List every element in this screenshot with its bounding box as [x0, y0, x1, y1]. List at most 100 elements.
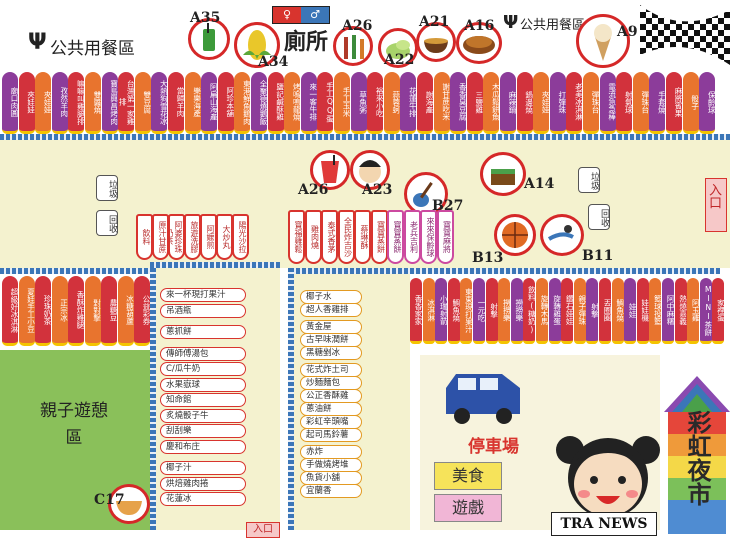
bottom-stall-lantern[interactable]: 親子彈珠 — [573, 278, 586, 344]
center-left-stall[interactable]: 旅遊洗膠 — [184, 214, 201, 260]
top-stall-lantern[interactable]: 蒜蓉蚵 — [383, 72, 400, 134]
top-stall-lantern[interactable]: 裕來小吃 — [367, 72, 384, 134]
left-aisle-stall[interactable]: 來一杯現打果汁 — [160, 288, 246, 302]
left-aisle-stall[interactable]: 吊酒瓶 — [160, 303, 246, 318]
left-block-stall[interactable]: 公益彩券 — [134, 276, 150, 346]
top-stall-lantern[interactable]: 彈珠台 — [583, 72, 599, 134]
a34-corn-circle[interactable] — [234, 22, 280, 68]
right-aisle-stall[interactable]: 蔥油餅 — [300, 402, 362, 416]
top-stall-lantern[interactable]: 鍋邊燒 — [516, 72, 533, 134]
bottom-stall-lantern[interactable]: 娃娃 — [624, 278, 637, 344]
top-stall-lantern[interactable]: 老美冰淇淋 — [566, 72, 583, 134]
top-stall-lantern[interactable]: 來一客牛排 — [300, 72, 317, 134]
center-mid-stall[interactable]: 來來保齡球 — [420, 210, 437, 264]
top-stall-lantern[interactable]: 麻將賓果 — [666, 72, 682, 134]
bottom-stall-lantern[interactable]: 射撃 — [485, 278, 498, 344]
left-aisle-stall[interactable]: 炙燒骰子牛 — [160, 408, 246, 423]
top-stall-lantern[interactable]: 樂樂海產 — [184, 72, 201, 134]
left-block-stall[interactable]: 香酥炸雞腿 — [68, 276, 84, 346]
a26-juice-circle[interactable] — [310, 150, 350, 190]
left-aisle-stall[interactable]: 知命館 — [160, 393, 246, 407]
right-aisle-stall[interactable]: 黃金屋 — [300, 320, 362, 334]
center-left-stall[interactable]: 大炒丸 — [216, 214, 233, 260]
bottom-stall-lantern[interactable]: 撈撈樂 — [498, 278, 511, 344]
center-left-stall[interactable]: 阿婆珍珠奶茶 — [168, 214, 185, 260]
top-stall-lantern[interactable]: 寶島興昌烤肉 — [101, 72, 118, 134]
top-stall-lantern[interactable]: 全聚德燒鵝飯 — [251, 72, 267, 134]
bottom-stall-lantern[interactable]: 阿中麻糬 — [662, 278, 674, 344]
bottom-stall-lantern[interactable]: 鯛魚燒 — [447, 278, 460, 344]
a16-pie-circle[interactable] — [456, 22, 502, 64]
top-stall-lantern[interactable]: 廟口肉圓 — [2, 72, 18, 134]
a26-skewer-circle[interactable] — [333, 26, 373, 66]
right-aisle-stall[interactable]: 起司馬鈴薯 — [300, 428, 362, 442]
top-stall-lantern[interactable]: 東港鮮魚鵝肉 — [234, 72, 251, 134]
bottom-stall-lantern[interactable]: 東東現打果汁 — [460, 278, 473, 344]
center-mid-stall[interactable]: 老兵吉利 — [403, 210, 421, 264]
top-stall-lantern[interactable]: 射氣球 — [616, 72, 633, 134]
top-stall-lantern[interactable]: 三鹽雞 — [466, 72, 483, 134]
left-aisle-stall[interactable]: 傳師傅湯包 — [160, 346, 246, 361]
left-aisle-stall[interactable]: 慶和布庄 — [160, 439, 246, 454]
top-stall-lantern[interactable]: 夾娃娃 — [533, 72, 550, 134]
top-stall-lantern[interactable]: 骰子 — [682, 72, 699, 134]
left-block-stall[interactable]: 對對擊 — [84, 276, 101, 346]
top-stall-lantern[interactable]: 木瓜鬆餅魚 — [483, 72, 500, 134]
right-aisle-stall[interactable]: 赤炸 — [300, 445, 362, 459]
top-stall-lantern[interactable]: 香香臭豆腐 — [450, 72, 467, 134]
top-stall-lantern[interactable]: 當歸羊肉 — [168, 72, 184, 134]
entrance-right[interactable]: 入口 — [705, 178, 727, 232]
top-stall-lantern[interactable]: 打彈珠 — [549, 72, 566, 134]
center-mid-stall[interactable]: 泰式香茅 — [321, 210, 338, 264]
top-stall-lantern[interactable]: 大熱狗雪花冰 — [151, 72, 168, 134]
top-stall-lantern[interactable]: 嘛嘛叫雞腿排 — [68, 72, 85, 134]
bottom-stall-lantern[interactable]: 娃娃機 — [636, 278, 649, 344]
bottom-stall-lantern[interactable]: 一元吃 — [473, 278, 485, 344]
bottom-stall-lantern[interactable]: 撈撈樂 — [510, 278, 523, 344]
right-aisle-stall[interactable]: 椰子水 — [300, 290, 362, 304]
top-stall-lantern[interactable]: 手工QQ蛋 — [317, 72, 334, 134]
b11-swimmer-circle[interactable] — [540, 214, 584, 256]
top-stall-lantern[interactable]: 手工玉米 — [334, 72, 350, 134]
left-aisle-stall[interactable]: 刮刮樂 — [160, 424, 246, 438]
top-stall-lantern[interactable]: 孜然羊肉 — [51, 72, 68, 134]
right-aisle-stall[interactable]: 手做燒烤堆 — [300, 458, 362, 472]
top-stall-lantern[interactable]: 鹽記鹹酥雞 — [267, 72, 284, 134]
bottom-stall-lantern[interactable]: 冰淇淋 — [422, 278, 435, 344]
top-stall-lantern[interactable]: 保齡球 — [699, 72, 716, 134]
center-mid-stall[interactable]: 寶寶蒸餅 — [387, 210, 404, 264]
right-aisle-stall[interactable]: 彩虹辛頭嘴 — [300, 415, 362, 429]
top-stall-lantern[interactable]: 阿珍本舖 — [217, 72, 234, 134]
bottom-stall-lantern[interactable]: 香香家家 — [410, 278, 422, 344]
center-left-stall[interactable]: 陽光沙拉 — [232, 214, 249, 260]
top-stall-lantern[interactable]: 草魚粥 — [350, 72, 367, 134]
bottom-stall-lantern[interactable]: 丟圈圈 — [599, 278, 611, 344]
top-stall-lantern[interactable]: 彈珠台 — [632, 72, 649, 134]
right-aisle-stall[interactable]: 宜蘭香 — [300, 484, 362, 498]
center-mid-stall[interactable]: 全民炸吉沙 — [337, 210, 355, 264]
center-mid-stall[interactable]: 寶寶蒸餅 — [370, 210, 388, 264]
right-aisle-stall[interactable]: 超人香雞排 — [300, 303, 362, 317]
left-block-stall[interactable]: 正宗冰 — [51, 276, 68, 346]
left-aisle-stall[interactable]: 烘焙雞肉捲 — [160, 476, 246, 491]
center-left-stall[interactable]: 飲料 — [136, 214, 153, 260]
top-stall-lantern[interactable]: 麻辣鍋 — [500, 72, 516, 134]
left-aisle-stall[interactable]: C/瓜牛奶 — [160, 362, 246, 376]
top-stall-lantern[interactable]: 夾娃娃 — [18, 72, 35, 134]
right-aisle-stall[interactable]: 魚貨小舖 — [300, 471, 362, 485]
top-stall-lantern[interactable]: 花蓮牛排 — [400, 72, 417, 134]
left-aisle-stall[interactable]: 椰子汁 — [160, 461, 246, 475]
center-left-stall[interactable]: 阿嬤煎 — [200, 214, 217, 260]
top-stall-lantern[interactable]: 謝海產 — [417, 72, 433, 134]
right-aisle-stall[interactable]: 古早味潤餅 — [300, 333, 362, 347]
left-block-stall[interactable]: 超級好冰淇淋 — [2, 276, 18, 346]
bottom-stall-lantern[interactable]: 鯛魚燒 — [611, 278, 624, 344]
left-aisle-stall[interactable]: 蔥抓餅 — [160, 325, 246, 339]
c17-bowl-circle[interactable] — [108, 484, 150, 524]
a21-soup-circle[interactable] — [416, 22, 456, 62]
center-mid-stall[interactable]: 寶福雞鬆 — [288, 210, 305, 264]
a35-drink-circle[interactable] — [188, 18, 230, 60]
bottom-stall-lantern[interactable]: 小瑞射箭 — [435, 278, 448, 344]
bottom-stall-lantern[interactable]: 阿玉雞 — [687, 278, 700, 344]
right-aisle-stall[interactable]: 黑糖剉冰 — [300, 346, 362, 360]
